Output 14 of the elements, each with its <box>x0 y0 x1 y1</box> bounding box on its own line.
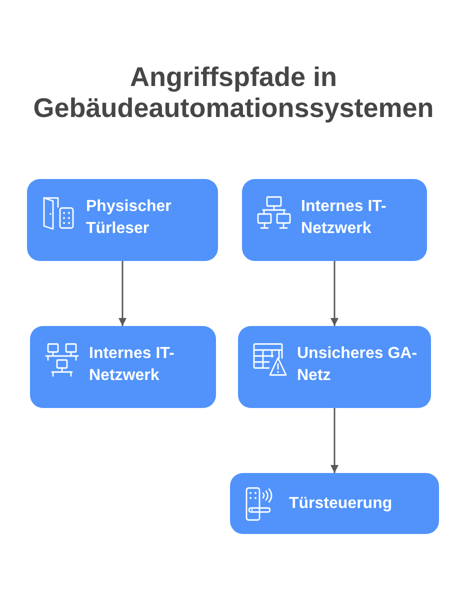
process-box <box>242 179 427 261</box>
process-box <box>238 326 431 408</box>
arrow <box>118 261 126 326</box>
arrow <box>330 261 338 326</box>
process-box <box>230 473 439 534</box>
process-box <box>27 179 218 261</box>
title: Angriffspfade in Gebäudeautomationssystemen <box>32 62 435 124</box>
process-box <box>30 326 216 408</box>
node-label: Unsicheres GA-Netz <box>297 344 418 386</box>
node-label: Türsteuerung <box>289 494 394 514</box>
arrow <box>330 408 338 473</box>
node-label: Internes IT-Netzwerk <box>89 344 176 386</box>
node-label: Internes IT-Netzwerk <box>301 197 388 239</box>
node-label: Physischer Türleser <box>86 197 172 239</box>
